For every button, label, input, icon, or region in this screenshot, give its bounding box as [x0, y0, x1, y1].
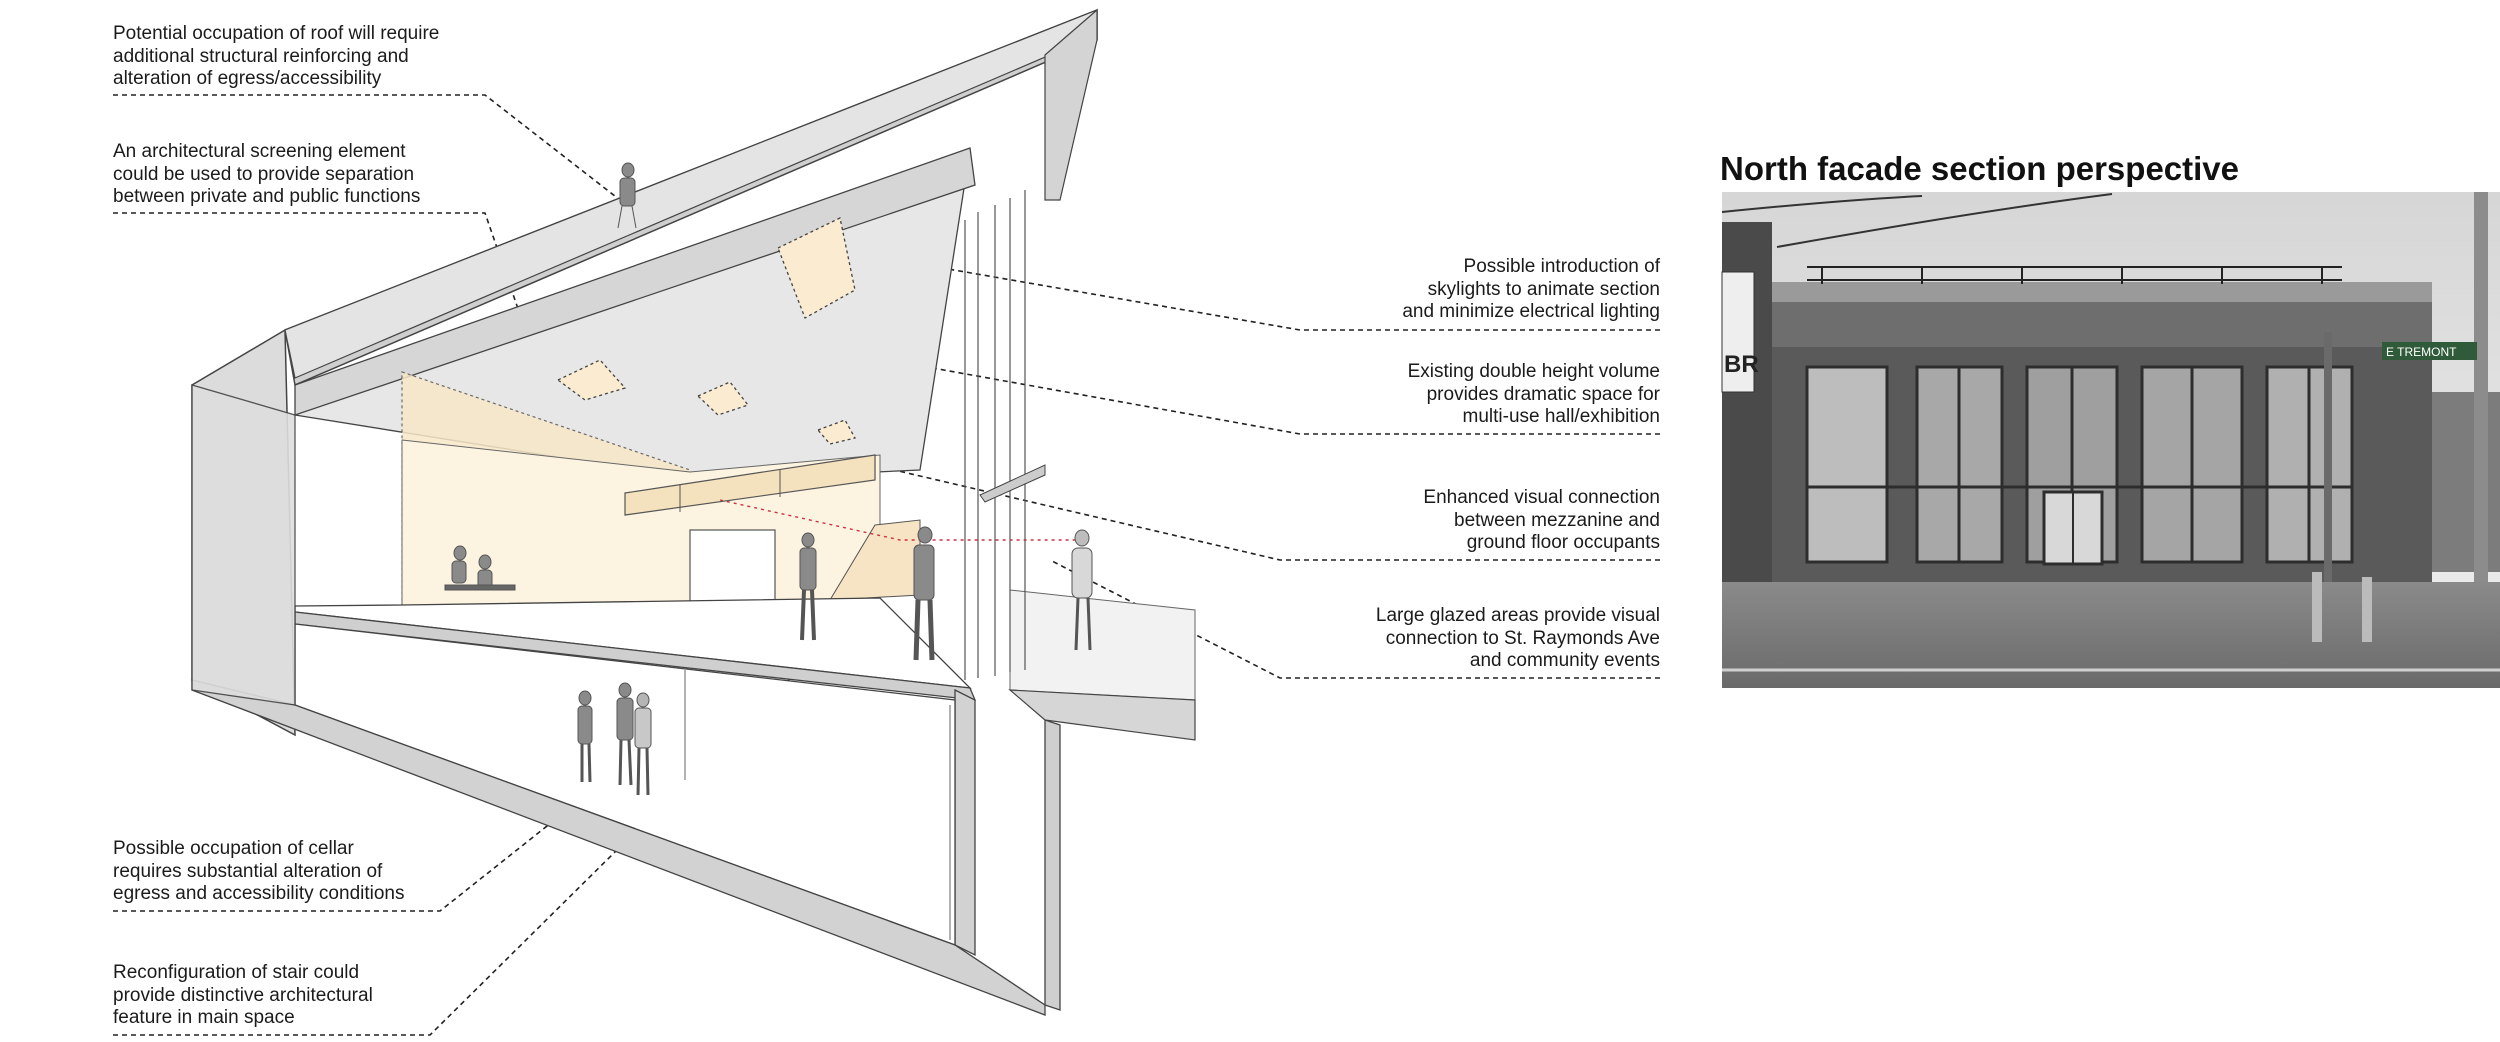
cellar-side-wall [191, 384, 296, 706]
annotation-screening-element: An architectural screening element could… [113, 141, 421, 207]
glazed-facade [964, 190, 1026, 680]
cellar-wall-cut [1044, 719, 1061, 1011]
leader-cellar [113, 779, 606, 912]
leader-skylights [849, 251, 1660, 331]
street-slab [1008, 689, 1196, 741]
rear-doorway [689, 529, 776, 606]
annotation-cellar-occupation: Possible occupation of cellar requires s… [113, 838, 405, 904]
sightline [719, 499, 1080, 541]
exterior-wall-cut [954, 688, 976, 957]
skylight-2 [556, 359, 627, 401]
section-perspective-drawing [191, 8, 1196, 1016]
mezzanine-band [624, 454, 876, 516]
sidewalk [1009, 589, 1196, 701]
leader-roof [113, 94, 621, 201]
skylight-3 [696, 381, 750, 416]
roof-section-cut [294, 147, 976, 416]
skylight-4 [816, 419, 856, 445]
people [444, 162, 1093, 796]
photo-title: North facade section perspective [1720, 150, 2240, 187]
annotation-mezzanine-connection: Enhanced visual connection between mezza… [1423, 487, 1660, 553]
canopy [979, 464, 1046, 503]
leader-glazing [1049, 559, 1660, 679]
skylight-1 [777, 217, 856, 319]
annotation-glazed-areas: Large glazed areas provide visual connec… [1375, 605, 1660, 671]
annotation-roof-occupation: Potential occupation of roof will requir… [113, 23, 440, 89]
parapet [1044, 8, 1098, 201]
annotation-double-height: Existing double height volume provides d… [1407, 361, 1660, 427]
annotation-stair-reconfiguration: Reconfiguration of stair could provide d… [113, 962, 373, 1028]
annotation-skylights: Possible introduction of skylights to an… [1402, 256, 1660, 322]
